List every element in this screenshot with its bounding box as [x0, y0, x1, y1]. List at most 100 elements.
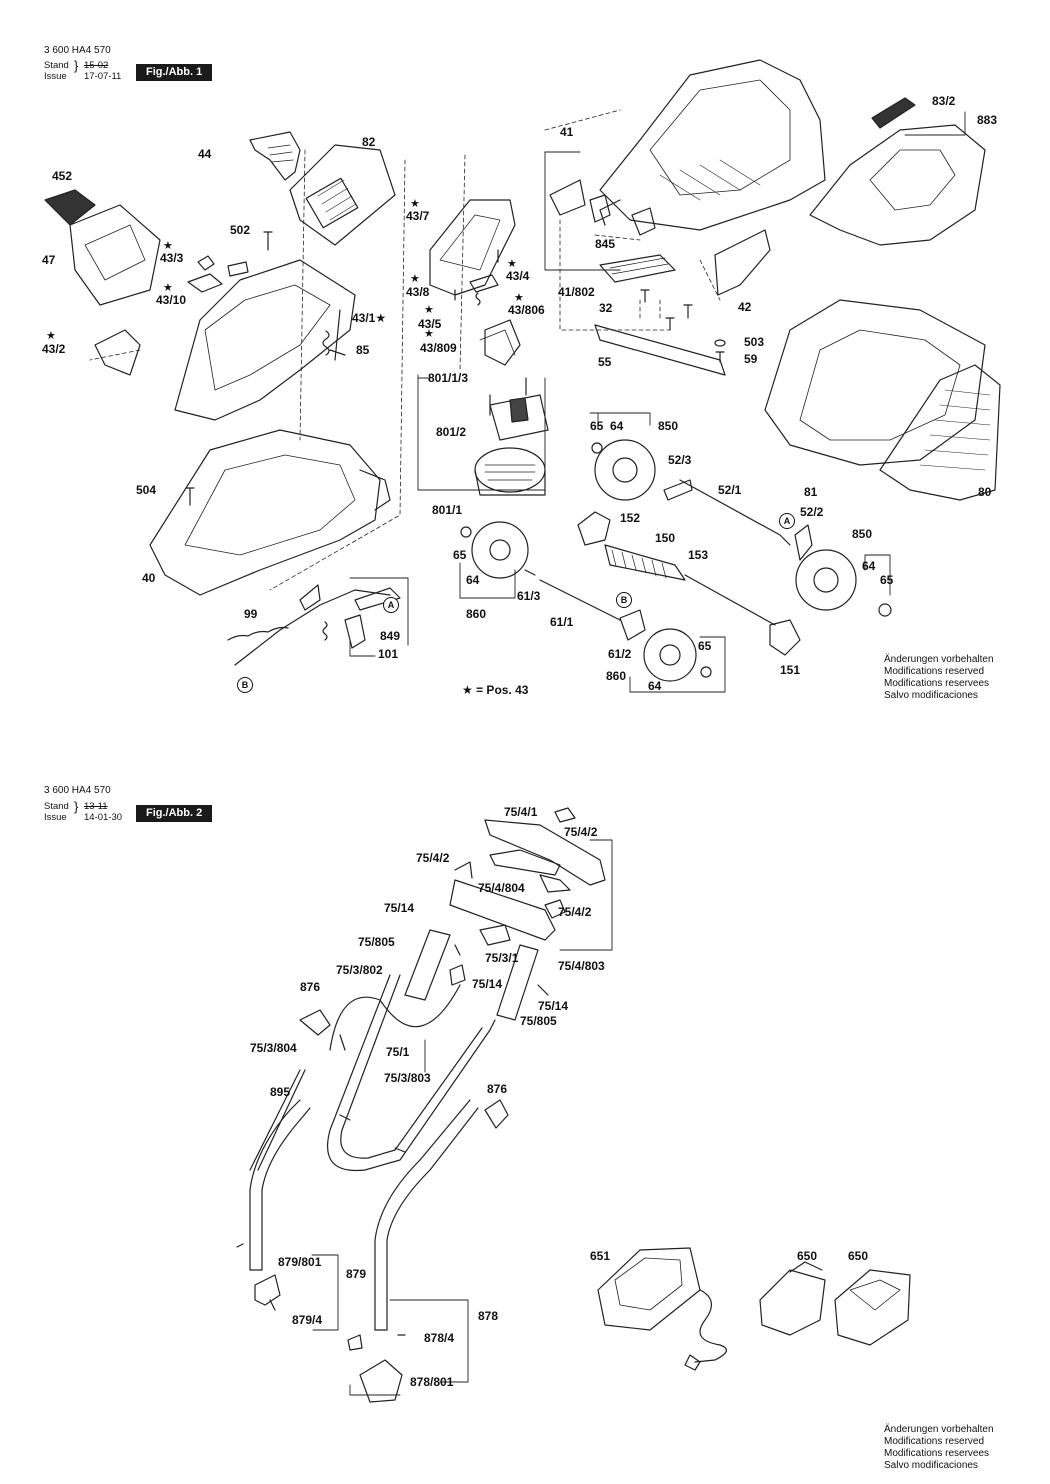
label-44: 44 — [198, 147, 212, 161]
label-43-809: 43/809 — [420, 341, 457, 355]
label-43-4: 43/4 — [506, 269, 530, 283]
label-878-4: 878/4 — [424, 1331, 455, 1345]
fig2-stand-label: Stand — [44, 801, 69, 812]
label-452: 452 — [52, 169, 73, 183]
label-101: 101 — [378, 647, 399, 661]
fig2-brace: } — [74, 799, 79, 814]
fig1-doc-number: 3 600 HA4 570 — [44, 45, 111, 56]
pos-43-note: ★ = Pos. 43 — [462, 683, 529, 697]
label-43-3: 43/3 — [160, 251, 184, 265]
label-83-2: 83/2 — [932, 94, 956, 108]
fig2-stand-value: 13-11 — [84, 801, 108, 812]
label-65-a: 65 — [590, 419, 604, 433]
label-59: 59 — [744, 352, 758, 366]
fig2-doc-number: 3 600 HA4 570 — [44, 785, 111, 796]
label-43-10: 43/10 — [156, 293, 187, 307]
label-75-3-803: 75/3/803 — [384, 1071, 431, 1085]
label-43-1: 43/1★ — [352, 311, 387, 325]
fig1-disclaimer-de: Änderungen vorbehalten — [884, 654, 994, 665]
label-43-8: 43/8 — [406, 285, 430, 299]
fig1-stand-label: Stand — [44, 60, 69, 71]
label-65-b: 65 — [880, 573, 894, 587]
callout-b-shaft: B — [616, 592, 632, 608]
label-64-a: 64 — [610, 419, 624, 433]
label-801-1: 801/1 — [432, 503, 463, 517]
label-52-2: 52/2 — [800, 505, 824, 519]
callout-a-axle: A — [779, 513, 795, 529]
label-99: 99 — [244, 607, 258, 621]
label-75-3-804: 75/3/804 — [250, 1041, 297, 1055]
fig1-stand-value: 15-02 — [84, 60, 109, 71]
label-75-1: 75/1 — [386, 1045, 410, 1059]
label-849: 849 — [380, 629, 401, 643]
label-41-802: 41/802 — [558, 285, 595, 299]
label-151: 151 — [780, 663, 801, 677]
label-150: 150 — [655, 531, 676, 545]
fig1-disclaimer-fr: Modifications reservees — [884, 678, 990, 689]
label-801-1-3: 801/1/3 — [428, 371, 469, 385]
callout-a-lever: A — [383, 597, 399, 613]
label-75-4-803: 75/4/803 — [558, 959, 605, 973]
label-40: 40 — [142, 571, 156, 585]
fig2-tag: Fig./Abb. 2 — [136, 805, 213, 822]
label-61-1: 61/1 — [550, 615, 574, 629]
label-876-a: 876 — [300, 980, 321, 994]
label-65-c: 65 — [453, 548, 467, 562]
label-81: 81 — [804, 485, 818, 499]
label-82: 82 — [362, 135, 376, 149]
star-43-809 — [424, 328, 434, 341]
fig2-disclaimer-fr: Modifications reservees — [884, 1448, 990, 1459]
label-52-3: 52/3 — [668, 453, 692, 467]
label-75-4-1: 75/4/1 — [504, 805, 538, 819]
fig2-issue-value: 14-01-30 — [84, 812, 123, 823]
fig2-disclaimer-es: Salvo modificaciones — [884, 1460, 978, 1471]
label-651: 651 — [590, 1249, 611, 1263]
label-75-3-1: 75/3/1 — [485, 951, 519, 965]
label-860-b: 860 — [606, 669, 627, 683]
label-503: 503 — [744, 335, 765, 349]
label-801-2: 801/2 — [436, 425, 467, 439]
label-504: 504 — [136, 483, 157, 497]
label-43-7: 43/7 — [406, 209, 430, 223]
label-47: 47 — [42, 253, 56, 267]
label-152: 152 — [620, 511, 641, 525]
label-43-2: 43/2 — [42, 342, 66, 356]
label-883: 883 — [977, 113, 998, 127]
label-75-14-a: 75/14 — [384, 901, 415, 915]
fig1-brace: } — [74, 58, 79, 73]
label-75-14-c: 75/14 — [538, 999, 569, 1013]
label-55: 55 — [598, 355, 612, 369]
fig2-issue-label: Issue — [44, 812, 67, 823]
label-879: 879 — [346, 1267, 367, 1281]
label-52-1: 52/1 — [718, 483, 742, 497]
fig1-disclaimer-en: Modifications reserved — [884, 666, 985, 677]
label-61-2: 61/2 — [608, 647, 632, 661]
label-43-806: 43/806 — [508, 303, 545, 317]
label-153: 153 — [688, 548, 709, 562]
fig1-issue-label: Issue — [44, 71, 67, 82]
label-75-4-2-c: 75/4/2 — [558, 905, 592, 919]
fig1-issue-value: 17-07-11 — [84, 71, 122, 82]
label-75-4-2-b: 75/4/2 — [416, 851, 450, 865]
label-41: 41 — [560, 125, 574, 139]
label-879-4: 879/4 — [292, 1313, 323, 1327]
label-650-a: 650 — [797, 1249, 818, 1263]
fig1-disclaimer-es: Salvo modificaciones — [884, 690, 978, 701]
label-75-4-2-a: 75/4/2 — [564, 825, 598, 839]
fig2-disclaimer-de: Änderungen vorbehalten — [884, 1424, 994, 1435]
label-85: 85 — [356, 343, 370, 357]
label-650-b: 650 — [848, 1249, 869, 1263]
star-43-5 — [424, 304, 434, 317]
label-895: 895 — [270, 1085, 291, 1099]
callout-b-lever: B — [237, 677, 253, 693]
label-64-c: 64 — [466, 573, 480, 587]
label-75-14-b: 75/14 — [472, 977, 503, 991]
label-845: 845 — [595, 237, 616, 251]
label-64-d: 64 — [648, 679, 662, 693]
fig1-tag: Fig./Abb. 1 — [136, 64, 213, 81]
label-860-a: 860 — [466, 607, 487, 621]
label-850-b: 850 — [852, 527, 873, 541]
label-878-801: 878/801 — [410, 1375, 454, 1389]
label-876-b: 876 — [487, 1082, 508, 1096]
